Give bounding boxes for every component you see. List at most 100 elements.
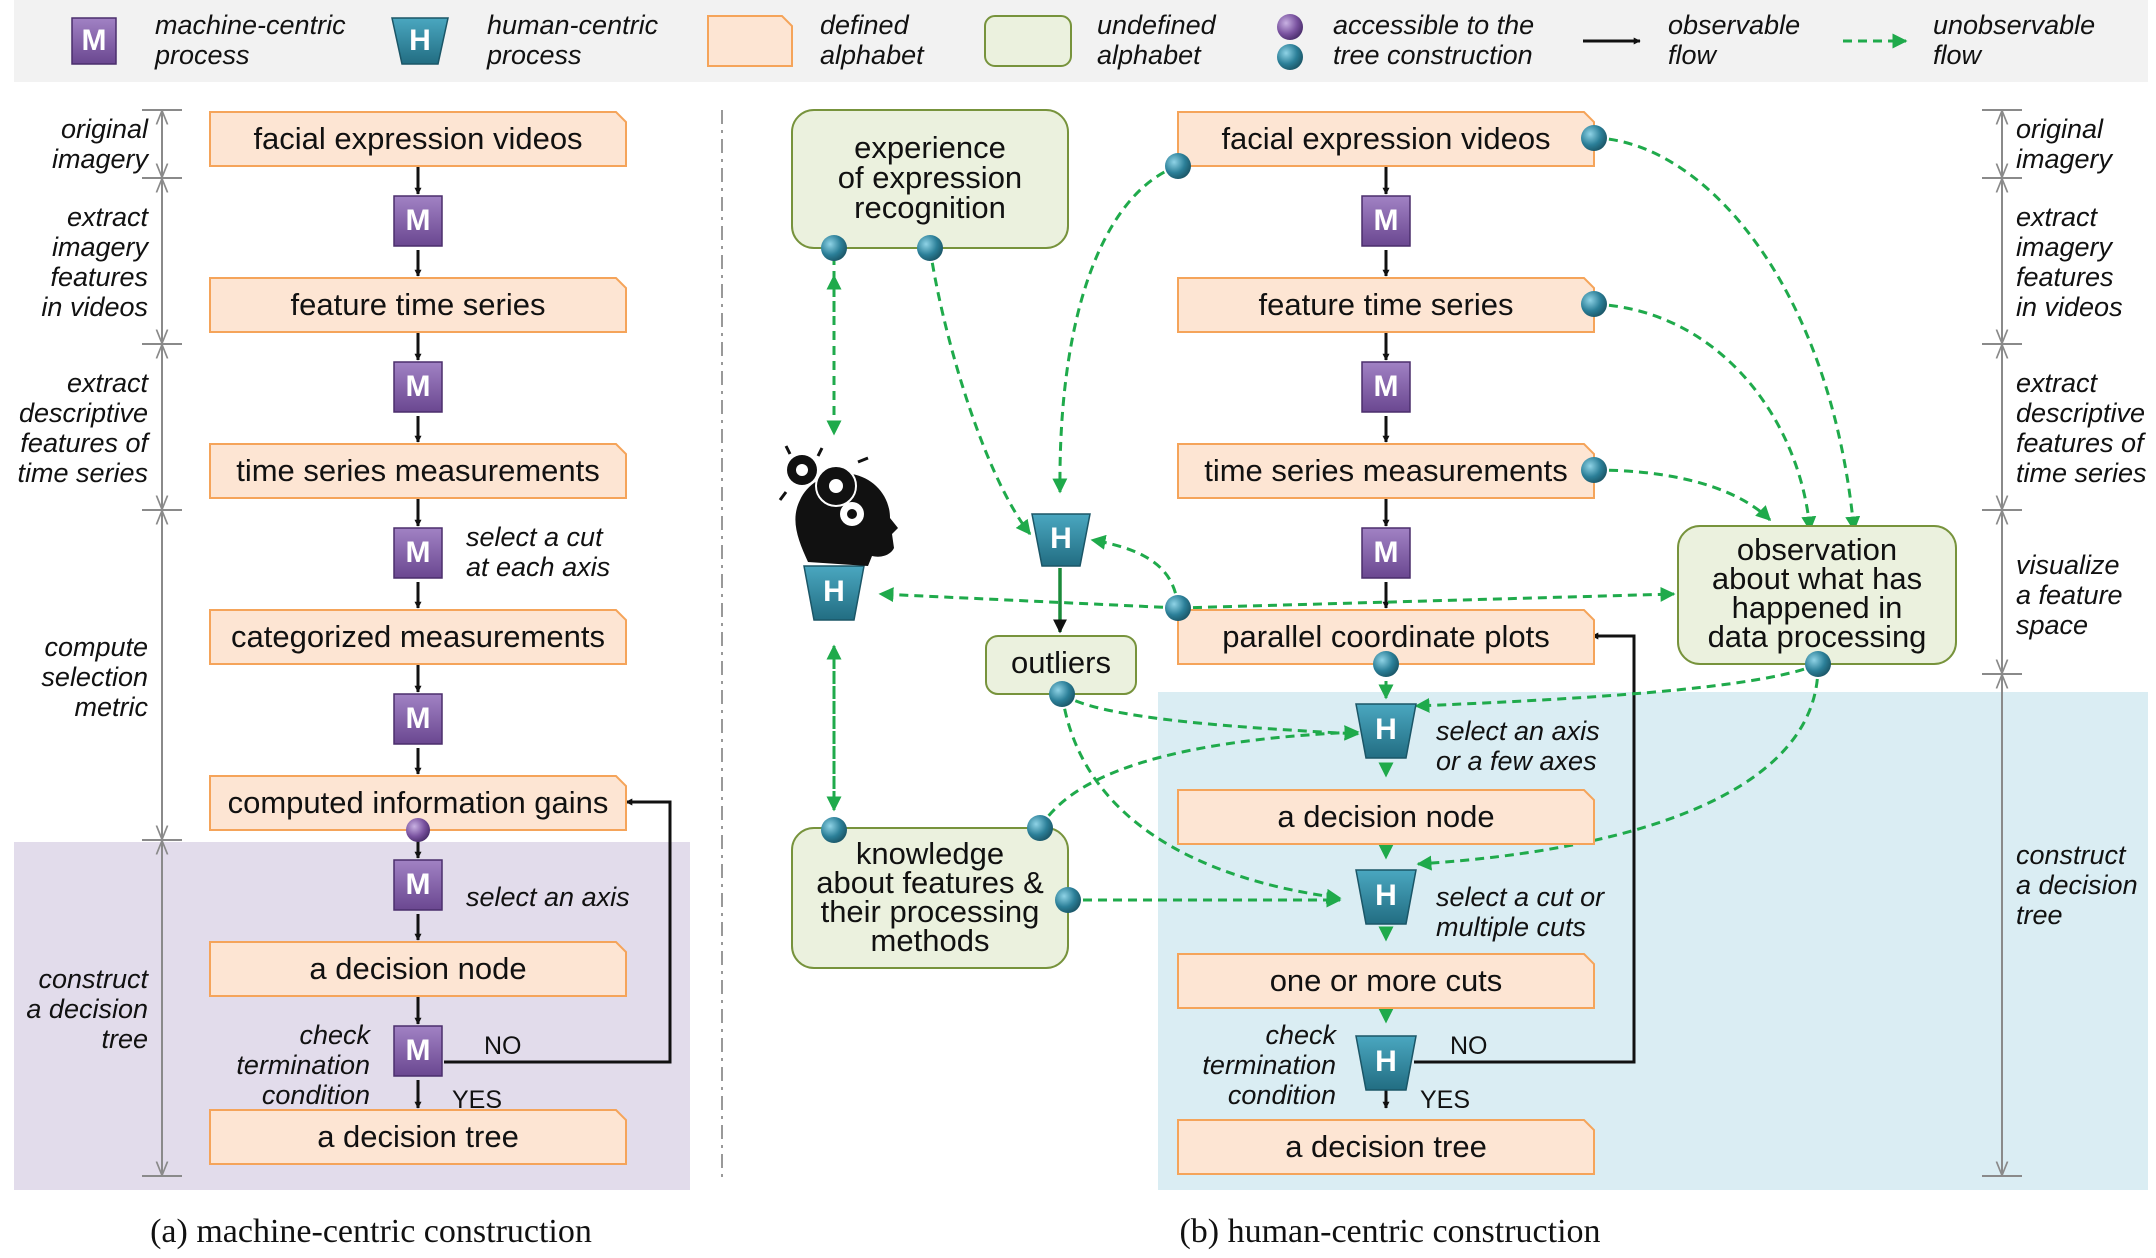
svg-text:one or more cuts: one or more cuts (1270, 963, 1503, 998)
panel-a-stage-ruler (142, 109, 182, 1177)
human-process-select-cut: H (1355, 869, 1417, 925)
accessible-dots (821, 125, 1831, 913)
svg-text:M: M (1374, 536, 1399, 569)
machine-process-a1: M (393, 195, 443, 247)
legend-defined-swatch (707, 15, 793, 67)
svg-text:a decision node: a decision node (309, 951, 526, 986)
panel-b-yes-label: YES (1420, 1086, 1470, 1114)
box-a-decision-tree: a decision tree (209, 1109, 627, 1165)
svg-text:H: H (1375, 713, 1397, 746)
box-b-feature-series: feature time series (1177, 277, 1595, 333)
machine-process-a4: M (393, 693, 443, 745)
legend-blue-dot (1277, 44, 1303, 70)
machine-process-a3: M (393, 527, 443, 579)
machine-process-a2: M (393, 361, 443, 413)
box-b-measurements: time series measurements (1177, 443, 1595, 499)
svg-text:M: M (406, 370, 431, 403)
box-b-videos: facial expression videos (1177, 111, 1595, 167)
legend-purple-dot (1277, 14, 1303, 40)
svg-text:time series measurements: time series measurements (1204, 453, 1568, 488)
svg-text:M: M (1374, 204, 1399, 237)
human-process-check-termination: H (1355, 1035, 1417, 1091)
unobservable-flows (826, 136, 1861, 1024)
svg-text:outliers: outliers (1011, 645, 1111, 680)
note-a-select-axis: select an axis (466, 882, 630, 912)
machine-process-a5: M (393, 859, 443, 911)
machine-process-b3: M (1361, 527, 1411, 579)
panel-a-no-label: NO (484, 1032, 522, 1060)
box-a-feature-series: feature time series (209, 277, 627, 333)
box-b-parallel-plots: parallel coordinate plots (1177, 609, 1595, 665)
svg-text:facial expression videos: facial expression videos (1221, 121, 1550, 156)
svg-text:feature time series: feature time series (1259, 287, 1514, 322)
svg-text:M: M (406, 536, 431, 569)
panel-b-no-label: NO (1450, 1032, 1488, 1060)
box-b-decision-node: a decision node (1177, 789, 1595, 845)
svg-text:M: M (406, 1034, 431, 1067)
svg-text:H: H (409, 24, 431, 57)
svg-text:M: M (1374, 370, 1399, 403)
human-process-analyst: H (1031, 513, 1091, 567)
box-b-decision-tree: a decision tree (1177, 1119, 1595, 1175)
panel-a-no-loop (444, 798, 672, 1064)
svg-text:computed information gains: computed information gains (228, 785, 609, 820)
box-b-cuts: one or more cuts (1177, 953, 1595, 1009)
legend-machine-icon: M (71, 17, 117, 65)
box-a-categorized: categorized measurements (209, 609, 627, 665)
undefined-outliers: outliers (985, 635, 1137, 695)
caption-b: (b) human-centric construction (1179, 1213, 1600, 1250)
svg-text:a decision tree: a decision tree (317, 1119, 519, 1154)
svg-text:M: M (406, 204, 431, 237)
svg-text:facial expression videos: facial expression videos (253, 121, 582, 156)
svg-text:time series measurements: time series measurements (236, 453, 600, 488)
svg-text:H: H (823, 575, 845, 608)
svg-text:M: M (82, 24, 107, 57)
panel-b-tree-region (1158, 692, 2148, 1190)
machine-process-b2: M (1361, 361, 1411, 413)
svg-text:M: M (406, 868, 431, 901)
svg-text:a decision node: a decision node (1277, 799, 1494, 834)
panel-b-no-loop (1414, 632, 1636, 1064)
svg-text:categorized measurements: categorized measurements (231, 619, 605, 654)
human-process-select-axis: H (1355, 703, 1417, 759)
svg-text:H: H (1375, 1045, 1397, 1078)
box-a-info-gains: computed information gains (209, 775, 627, 831)
legend-undefined-swatch (984, 15, 1072, 67)
machine-process-b1: M (1361, 195, 1411, 247)
svg-text:H: H (1375, 879, 1397, 912)
svg-text:H: H (1050, 522, 1072, 555)
thinking-head-icon (778, 445, 898, 566)
legend-background (14, 0, 2148, 82)
caption-a: (a) machine-centric construction (150, 1213, 592, 1250)
svg-text:feature time series: feature time series (291, 287, 546, 322)
